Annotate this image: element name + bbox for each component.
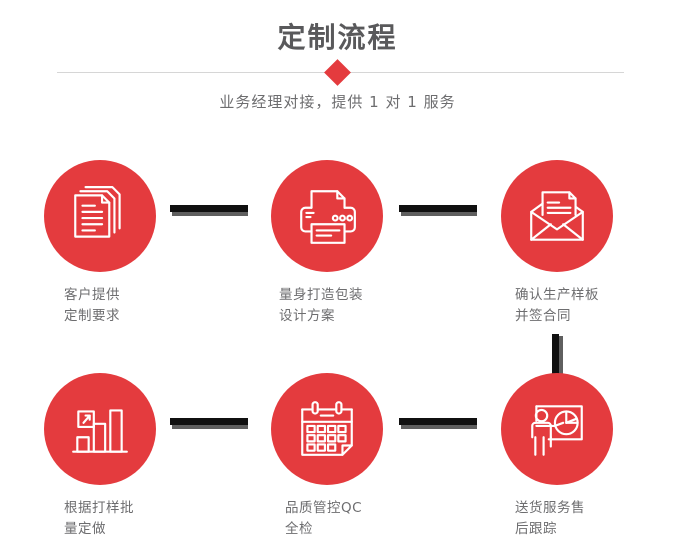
connector-bar: [399, 205, 477, 212]
connector-bar: [170, 418, 248, 425]
step-3-icon-circle[interactable]: [501, 160, 613, 272]
printer-icon: [300, 190, 356, 244]
step-1-icon-circle[interactable]: [44, 160, 156, 272]
open-envelope-document-icon: [530, 191, 584, 241]
connector-bar: [170, 205, 248, 212]
bar-chart-growth-icon: [72, 409, 128, 453]
step-2-label: 量身打造包装 设计方案: [279, 287, 363, 324]
page-title: 定制流程: [277, 21, 398, 54]
title-divider: [57, 59, 624, 86]
step-5-icon-circle[interactable]: [271, 373, 383, 485]
connector-bar: [552, 334, 559, 382]
step-6-label: 送货服务售 后跟踪: [515, 500, 585, 537]
connector-step2-step3: [399, 205, 477, 216]
connector-shadow: [401, 425, 477, 429]
step-6-icon-circle[interactable]: [501, 373, 613, 485]
step-1-label: 客户提供 定制要求: [64, 287, 120, 324]
connector-step5-step6: [399, 418, 477, 429]
connector-bar: [399, 418, 477, 425]
connector-step4-step5: [170, 418, 248, 429]
connector-step1-step2: [170, 205, 248, 216]
connector-shadow: [172, 425, 248, 429]
step-2-icon-circle[interactable]: [271, 160, 383, 272]
step-5-label: 品质管控QC 全检: [285, 500, 363, 537]
documents-stack-icon: [74, 186, 121, 238]
connector-shadow: [172, 212, 248, 216]
step-4-icon-circle[interactable]: [44, 373, 156, 485]
calendar-icon: [301, 401, 353, 456]
connector-shadow: [401, 212, 477, 216]
presenter-pie-chart-icon: [531, 405, 583, 456]
step-4-label: 根据打样批 量定做: [64, 500, 134, 537]
step-3-label: 确认生产样板 并签合同: [515, 287, 599, 324]
connector-step3-step6: [552, 334, 563, 382]
connector-shadow: [559, 336, 563, 382]
page-subtitle: 业务经理对接，提供 1 对 1 服务: [219, 93, 456, 111]
